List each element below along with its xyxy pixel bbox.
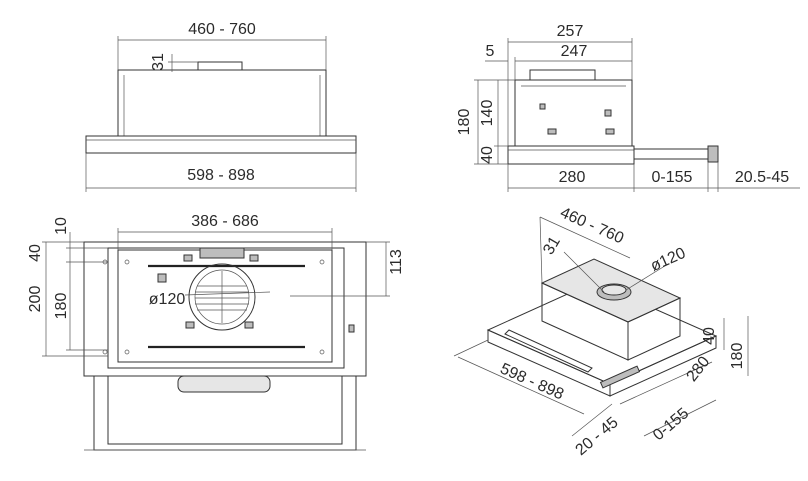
bottom-left-total-label: 200	[27, 286, 44, 313]
front-view: 460 - 760 31 598 - 898	[85, 21, 357, 192]
side-depth-inner-label: 247	[561, 43, 588, 60]
side-height-upper-label: 140	[479, 100, 496, 127]
front-width-label: 460 - 760	[188, 21, 256, 38]
bottom-left-top-label: 10	[53, 217, 70, 235]
side-body	[514, 79, 633, 147]
bottom-view: ø120 386 - 686 113 200 10 40 180	[27, 213, 405, 451]
drawer-handle	[177, 375, 271, 393]
motor-housing	[199, 247, 245, 259]
bottom-left-inner-label: 180	[53, 293, 70, 320]
side-height-total-label: 180	[456, 109, 473, 136]
front-panel	[85, 135, 357, 154]
side-height-lower-label: 40	[479, 146, 496, 164]
bottom-right-height-label: 113	[388, 249, 405, 275]
side-handle	[707, 145, 719, 163]
iso-base-width-label: 598 - 898	[497, 360, 566, 403]
bottom-duct-diameter-label: ø120	[149, 291, 186, 308]
side-view: 257 247 5 180 140 40 280 0-155 20.5-45	[456, 23, 800, 192]
iso-view: 460 - 760 31 ø120 598 - 898 280 40 180 2…	[453, 204, 749, 459]
iso-top-height-label: 31	[540, 234, 564, 258]
iso-side-face	[627, 297, 681, 361]
hood-body	[117, 69, 327, 137]
iso-depth-label: 280	[684, 353, 714, 385]
iso-height-lower-label: 40	[701, 327, 718, 345]
bottom-left-upper-label: 40	[27, 244, 44, 262]
iso-extension-label: 0-155	[650, 405, 692, 444]
side-depth-total-label: 257	[557, 23, 584, 40]
side-offset-label: 5	[486, 43, 495, 60]
side-motor-collar	[529, 69, 596, 81]
motor-collar	[197, 61, 243, 71]
iso-duct-diameter-label: ø120	[648, 245, 688, 275]
side-handle-range-label: 20.5-45	[735, 169, 789, 186]
bottom-inner-width-label: 386 - 686	[191, 213, 259, 230]
side-drawer	[633, 148, 709, 160]
front-base-width-label: 598 - 898	[187, 167, 255, 184]
duct-outlet	[188, 263, 256, 331]
side-base	[507, 145, 635, 165]
iso-handle-range-label: 20 - 45	[573, 414, 622, 459]
side-base-depth-label: 280	[559, 169, 586, 186]
front-top-height-label: 31	[150, 53, 167, 71]
side-extension-label: 0-155	[652, 169, 693, 186]
iso-height-total-label: 180	[729, 343, 746, 370]
iso-handle	[504, 329, 593, 373]
